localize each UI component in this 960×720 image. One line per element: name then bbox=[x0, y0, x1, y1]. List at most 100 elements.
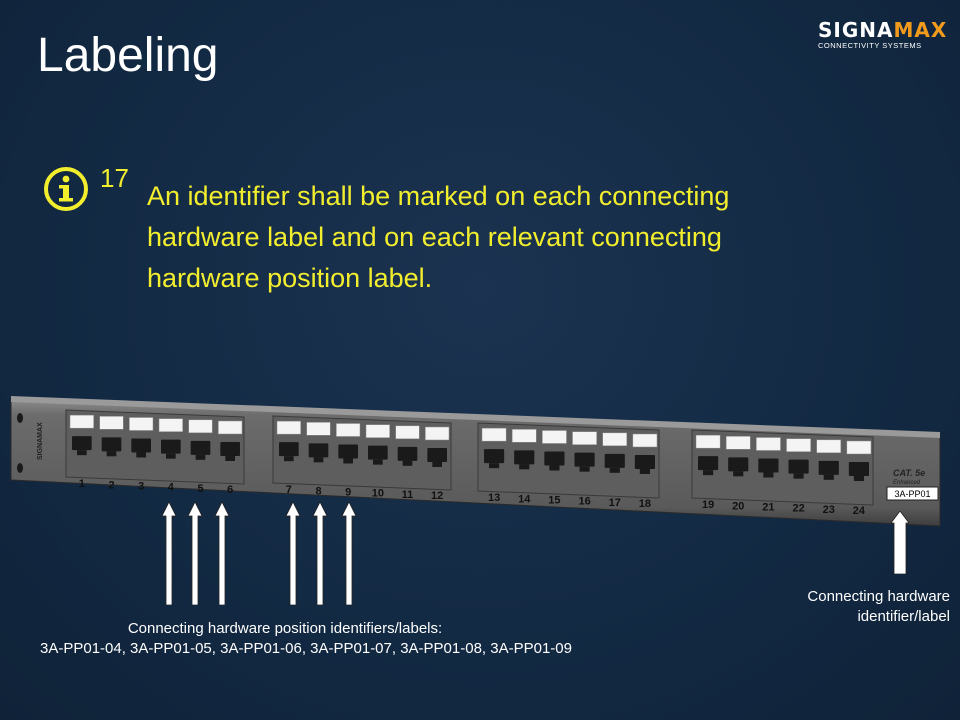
port-number: 5 bbox=[197, 483, 203, 495]
port-number: 22 bbox=[792, 503, 804, 515]
rj45-jack bbox=[634, 454, 655, 469]
rj45-jack-tab bbox=[763, 472, 774, 478]
rj45-jack-tab bbox=[136, 452, 146, 458]
port-number: 21 bbox=[762, 501, 774, 513]
positions-caption-line1: Connecting hardware position identifiers… bbox=[127, 620, 443, 637]
position-label-slot bbox=[816, 439, 842, 454]
rj45-jack bbox=[279, 442, 299, 457]
logo-wordmark: SIGNAMAX bbox=[818, 18, 948, 42]
rj45-jack bbox=[368, 445, 388, 460]
rj45-jack bbox=[484, 449, 505, 464]
rj45-jack-tab bbox=[733, 471, 744, 477]
rj45-jack bbox=[758, 458, 779, 473]
rj45-jack-tab bbox=[639, 468, 650, 474]
mount-hole bbox=[17, 463, 23, 473]
rj45-jack bbox=[220, 441, 240, 456]
logo-name-part2: MAX bbox=[893, 18, 948, 42]
rj45-jack-tab bbox=[609, 467, 620, 473]
body-line: hardware position label. bbox=[147, 263, 433, 293]
rj45-jack-tab bbox=[373, 459, 383, 465]
rj45-jack bbox=[101, 437, 122, 452]
rj45-jack bbox=[728, 457, 749, 472]
port-number: 2 bbox=[108, 479, 114, 491]
rj45-jack bbox=[397, 446, 418, 461]
position-label-slot bbox=[542, 430, 567, 444]
position-label-slot bbox=[846, 440, 872, 455]
position-label-slot bbox=[365, 424, 390, 438]
rj45-jack-tab bbox=[343, 458, 353, 464]
rj45-jack-tab bbox=[284, 456, 294, 462]
rj45-jack-tab bbox=[432, 461, 442, 467]
hardware-caption-line1: Connecting hardware bbox=[807, 588, 950, 605]
position-label-slot bbox=[695, 434, 721, 449]
position-arrow bbox=[161, 502, 177, 605]
rj45-jack-tab bbox=[313, 457, 324, 463]
rj45-jack bbox=[131, 438, 151, 453]
logo-tagline: CONNECTIVITY SYSTEMS bbox=[818, 41, 922, 50]
hardware-label-text: 3A-PP01 bbox=[894, 489, 930, 499]
rj45-jack bbox=[574, 452, 595, 467]
slide-title: Labeling bbox=[37, 29, 219, 82]
positions-caption-line2: 3A-PP01-04, 3A-PP01-05, 3A-PP01-06, 3A-P… bbox=[40, 640, 572, 657]
position-label-slot bbox=[725, 436, 751, 450]
rj45-jack bbox=[698, 456, 719, 471]
rj45-jack bbox=[308, 443, 329, 458]
signamax-logo: SIGNAMAX CONNECTIVITY SYSTEMS bbox=[818, 18, 948, 52]
rj45-jack-tab bbox=[549, 465, 560, 471]
port-number: 15 bbox=[548, 494, 560, 506]
position-arrow bbox=[341, 502, 357, 605]
position-arrow bbox=[187, 502, 203, 605]
position-label-slot bbox=[572, 431, 597, 445]
hardware-label-box bbox=[886, 486, 939, 501]
rj45-jack bbox=[788, 459, 809, 474]
port-number: 10 bbox=[372, 488, 384, 500]
category-mark: CAT. 5e bbox=[893, 468, 925, 478]
body-line: hardware label and on each relevant conn… bbox=[147, 222, 722, 252]
rj45-jack bbox=[514, 450, 535, 465]
port-number: 7 bbox=[286, 484, 292, 496]
rj45-jack bbox=[818, 460, 839, 475]
position-label-slot bbox=[602, 432, 628, 447]
position-label-slot bbox=[276, 420, 301, 435]
rj45-jack-tab bbox=[195, 454, 206, 460]
port-number: 13 bbox=[488, 492, 500, 504]
logo-name-part1: SIGNA bbox=[818, 18, 894, 42]
position-label-slot bbox=[336, 423, 361, 437]
category-sub: Enhanced bbox=[893, 480, 921, 486]
position-label-slot bbox=[158, 418, 183, 432]
panel-top-edge bbox=[11, 396, 940, 438]
position-label-slot bbox=[425, 426, 450, 441]
port-number: 6 bbox=[227, 484, 233, 496]
position-label-slot bbox=[99, 416, 124, 430]
rj45-jack bbox=[604, 453, 625, 468]
position-label-slot bbox=[511, 429, 537, 443]
rj45-jack bbox=[427, 447, 447, 462]
port-number: 4 bbox=[168, 482, 175, 494]
port-number: 18 bbox=[639, 498, 651, 510]
port-number: 9 bbox=[345, 486, 351, 498]
position-label-slot bbox=[129, 417, 154, 431]
rj45-jack-tab bbox=[166, 453, 176, 459]
position-arrow bbox=[285, 502, 301, 605]
port-number: 3 bbox=[138, 480, 144, 492]
port-number: 14 bbox=[518, 493, 531, 505]
rj45-jack-tab bbox=[823, 474, 834, 480]
rj45-jack-tab bbox=[853, 475, 864, 481]
position-label-slot bbox=[69, 414, 94, 429]
rj45-jack bbox=[190, 440, 211, 455]
rj45-jack-tab bbox=[793, 473, 804, 479]
mount-hole bbox=[17, 413, 23, 423]
position-arrow bbox=[312, 502, 328, 605]
rj45-jack-tab bbox=[489, 463, 500, 469]
rj45-jack-tab bbox=[519, 464, 530, 470]
position-label-slot bbox=[395, 425, 420, 440]
position-label-slot bbox=[218, 420, 243, 435]
hardware-label-arrow bbox=[890, 511, 910, 574]
rj45-jack-tab bbox=[402, 460, 413, 466]
position-label-slot bbox=[481, 427, 507, 442]
rj45-jack-tab bbox=[225, 455, 235, 461]
port-number: 1 bbox=[79, 478, 85, 490]
port-number: 20 bbox=[732, 500, 744, 512]
position-arrow bbox=[214, 502, 230, 605]
rj45-jack bbox=[72, 436, 92, 451]
